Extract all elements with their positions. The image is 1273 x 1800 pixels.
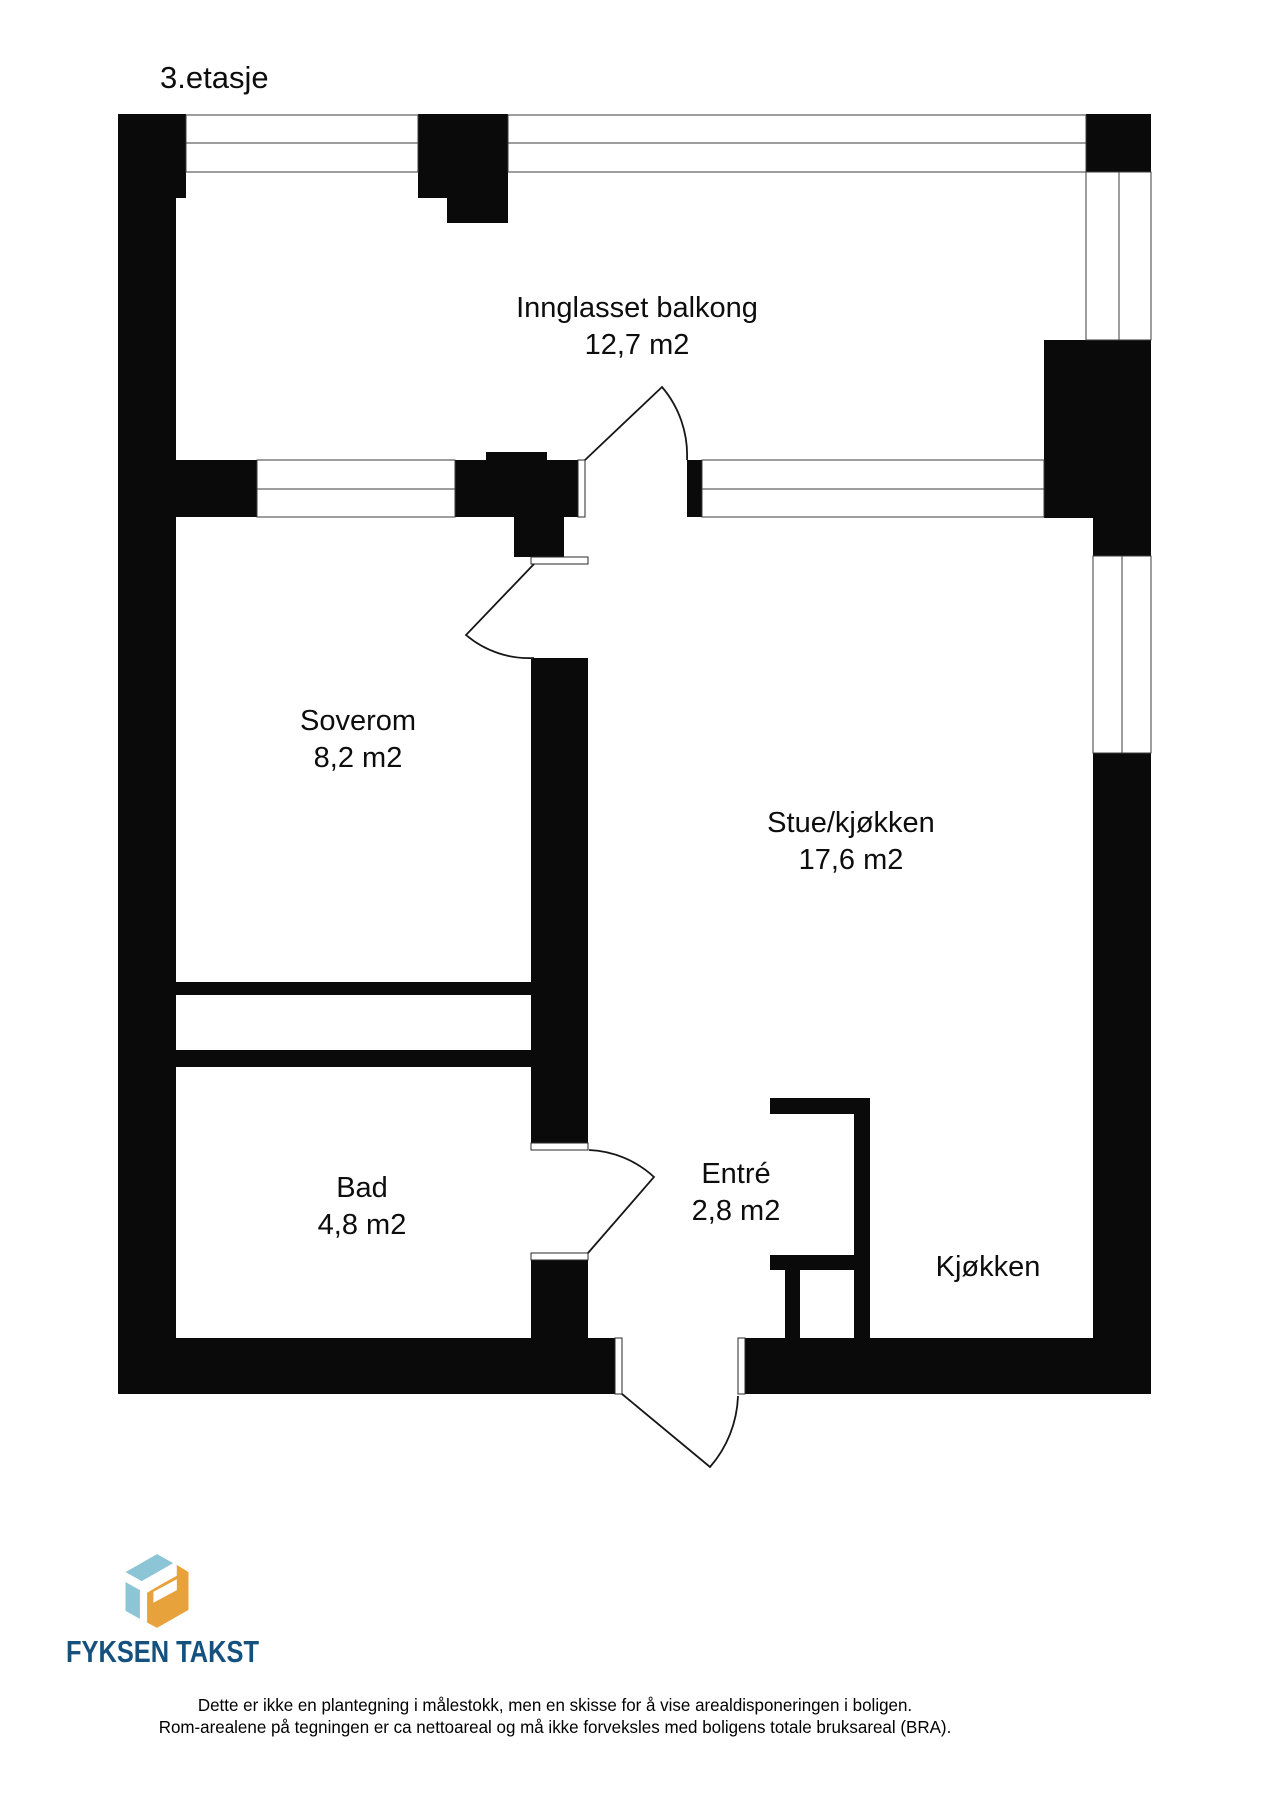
room-area: 17,6 m2: [798, 844, 904, 876]
page-title: 3.etasje: [160, 60, 269, 95]
room-name: Soverom: [299, 705, 417, 737]
wall-band-t-top-stub: [486, 452, 547, 461]
room-area: 8,2 m2: [313, 742, 403, 774]
logo-f-notch: [153, 1579, 177, 1603]
room-name: Innglasset balkong: [516, 292, 758, 324]
wall-right-upper: [1093, 518, 1151, 556]
windows: [185, 114, 1152, 754]
door-jambs: [530, 459, 746, 1395]
jamb-bath-door-bottom: [530, 1252, 589, 1261]
room-name: Entré: [701, 1158, 771, 1190]
window-balcony-right: [1085, 171, 1152, 341]
bath-door-swing: [587, 1149, 656, 1254]
room-label-kitchen: Kjøkken: [936, 1249, 1041, 1286]
room-area: 12,7 m2: [584, 329, 690, 361]
wall-top-mid-block-ext: [447, 198, 508, 223]
room-name: Bad: [336, 1172, 388, 1204]
room-label-living: Stue/kjøkken 17,6 m2: [767, 805, 935, 879]
logo-blue-left-face: [125, 1582, 140, 1619]
disclaimer-line-2: Rom-arealene på tegningen er ca nettoare…: [158, 1716, 952, 1737]
window-living-right: [1092, 555, 1152, 754]
window-living-band: [701, 459, 1045, 518]
jamb-bath-door-top: [530, 1142, 589, 1151]
wall-kitchen-lower-bar: [770, 1255, 854, 1270]
wall-balcony-door-jamb-block: [687, 460, 702, 517]
wall-band-t-main: [455, 460, 578, 517]
room-label-balcony: Innglasset balkong 12,7 m2: [516, 290, 758, 364]
wall-right-lower: [1093, 753, 1151, 1394]
room-name: Stue/kjøkken: [767, 807, 935, 839]
room-name: Kjøkken: [935, 1251, 1041, 1283]
jamb-bedroom-door: [530, 556, 589, 565]
wall-right-corner-block: [1044, 340, 1151, 518]
wall-top-left-block: [118, 114, 186, 198]
window-bedroom: [256, 459, 456, 518]
disclaimer: Dette er ikke en plantegning i målestokk…: [114, 1695, 997, 1738]
wall-kitchen-vertical: [854, 1098, 870, 1338]
wall-top-right-block: [1086, 114, 1151, 173]
balcony-door-swing: [584, 385, 688, 461]
fyksen-takst-logo-icon: [125, 1554, 189, 1628]
wall-bottom-left: [118, 1338, 617, 1394]
entrance-door-swing: [621, 1393, 739, 1469]
walls: [118, 114, 1151, 1394]
window-top-1: [185, 114, 419, 173]
room-area: 2,8 m2: [691, 1195, 781, 1227]
jamb-balcony-door: [577, 459, 586, 518]
wall-kitchen-top-bar: [770, 1098, 870, 1114]
jamb-entrance-right: [737, 1337, 746, 1395]
jamb-entrance-left: [614, 1337, 623, 1395]
disclaimer-line-1: Dette er ikke en plantegning i målestokk…: [197, 1695, 913, 1715]
fyksen-takst-logo-text: FYKSEN TAKST: [66, 1634, 260, 1669]
room-label-bedroom: Soverom 8,2 m2: [300, 703, 416, 777]
wall-bottom-right: [740, 1338, 1151, 1394]
wall-inner-vertical: [531, 658, 588, 1143]
wall-left: [118, 198, 176, 1338]
wall-band-left: [176, 460, 257, 517]
room-label-bath: Bad 4,8 m2: [318, 1170, 407, 1244]
wall-double-bar-1: [176, 982, 531, 995]
wall-inner-vertical-stub: [531, 1260, 588, 1338]
room-area: 4,8 m2: [317, 1209, 407, 1241]
wall-kitchen-stub: [785, 1270, 800, 1338]
wall-band-t-bottom-stub: [514, 517, 564, 557]
wall-double-bar-2: [176, 1050, 531, 1067]
room-label-entry: Entré 2,8 m2: [692, 1156, 781, 1230]
logo-blue-top-strip: [125, 1554, 174, 1582]
logo-orange-face: [147, 1564, 189, 1628]
bedroom-door-swing: [464, 563, 535, 659]
wall-top-mid-block: [418, 114, 508, 198]
doors: [464, 385, 739, 1469]
window-top-2: [507, 114, 1087, 173]
